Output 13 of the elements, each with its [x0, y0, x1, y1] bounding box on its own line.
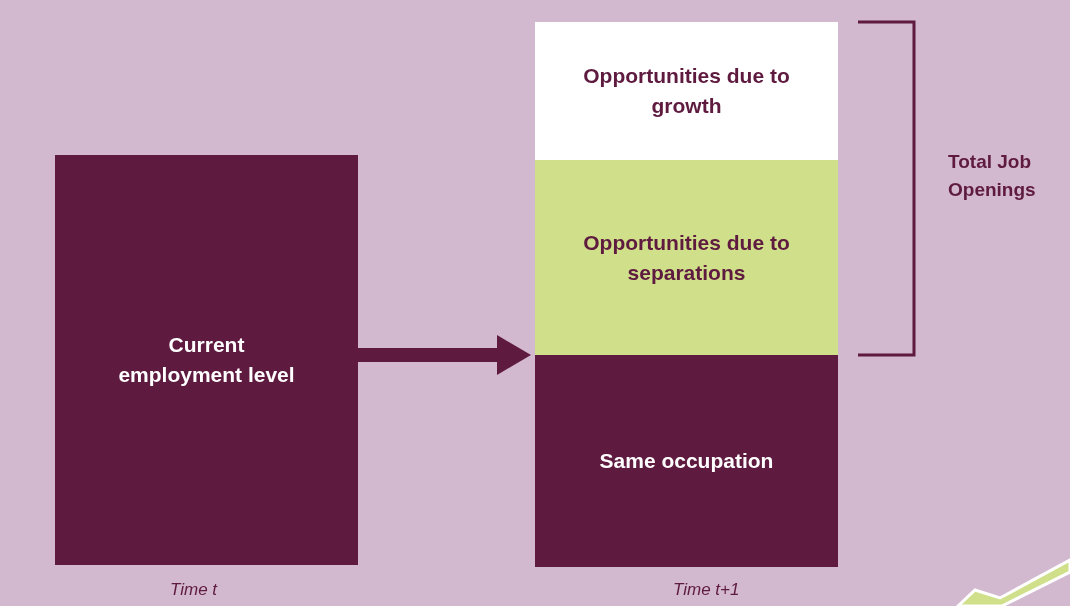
- time-label: Time t: [170, 580, 218, 600]
- time-label: Time t+1: [673, 580, 740, 600]
- stack-segment: [535, 160, 838, 355]
- block-label: Opportunities due to separations: [582, 229, 791, 286]
- stacked-bar: [535, 22, 838, 567]
- block-label: Same occupation: [598, 448, 775, 474]
- block-label: Current employment level: [117, 332, 296, 388]
- stack-segment: [535, 22, 838, 160]
- arrow: [358, 335, 531, 375]
- employment-block: [55, 155, 358, 565]
- bracket-label: Total Job Openings: [948, 150, 1037, 202]
- stack-segment: [535, 355, 838, 567]
- block-label: Opportunities due to growth: [582, 63, 791, 119]
